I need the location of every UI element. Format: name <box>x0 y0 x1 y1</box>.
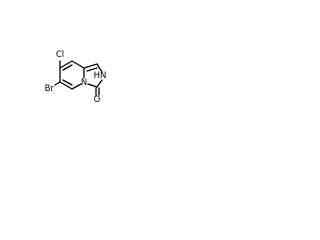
bond-c1-n2 <box>96 63 103 73</box>
bromine-label: Br <box>45 84 55 94</box>
nh-hydrogen-label: H <box>94 71 100 81</box>
bond-c8a-c1-double <box>86 67 98 72</box>
bond-c6-br <box>54 81 61 86</box>
carbonyl-oxygen-label: O <box>94 95 101 105</box>
nh-nitrogen-label: N <box>100 71 106 81</box>
bond-c8-c7-double <box>62 64 73 71</box>
molecule-structure: Cl Br N H N O <box>45 50 107 105</box>
bond-c8-c7 <box>59 60 73 69</box>
bond-c8a-c1 <box>83 63 98 69</box>
chlorine-label: Cl <box>56 50 64 60</box>
bond-c6-c5-double <box>62 79 73 86</box>
bond-c3-n4 <box>87 83 98 88</box>
ring-nitrogen-label: N <box>81 78 87 88</box>
bond-c5-n4 <box>71 83 82 90</box>
bond-c8a-c8 <box>71 60 85 69</box>
bond-c6-c5 <box>59 81 73 90</box>
bond-n2-c3 <box>96 79 103 88</box>
